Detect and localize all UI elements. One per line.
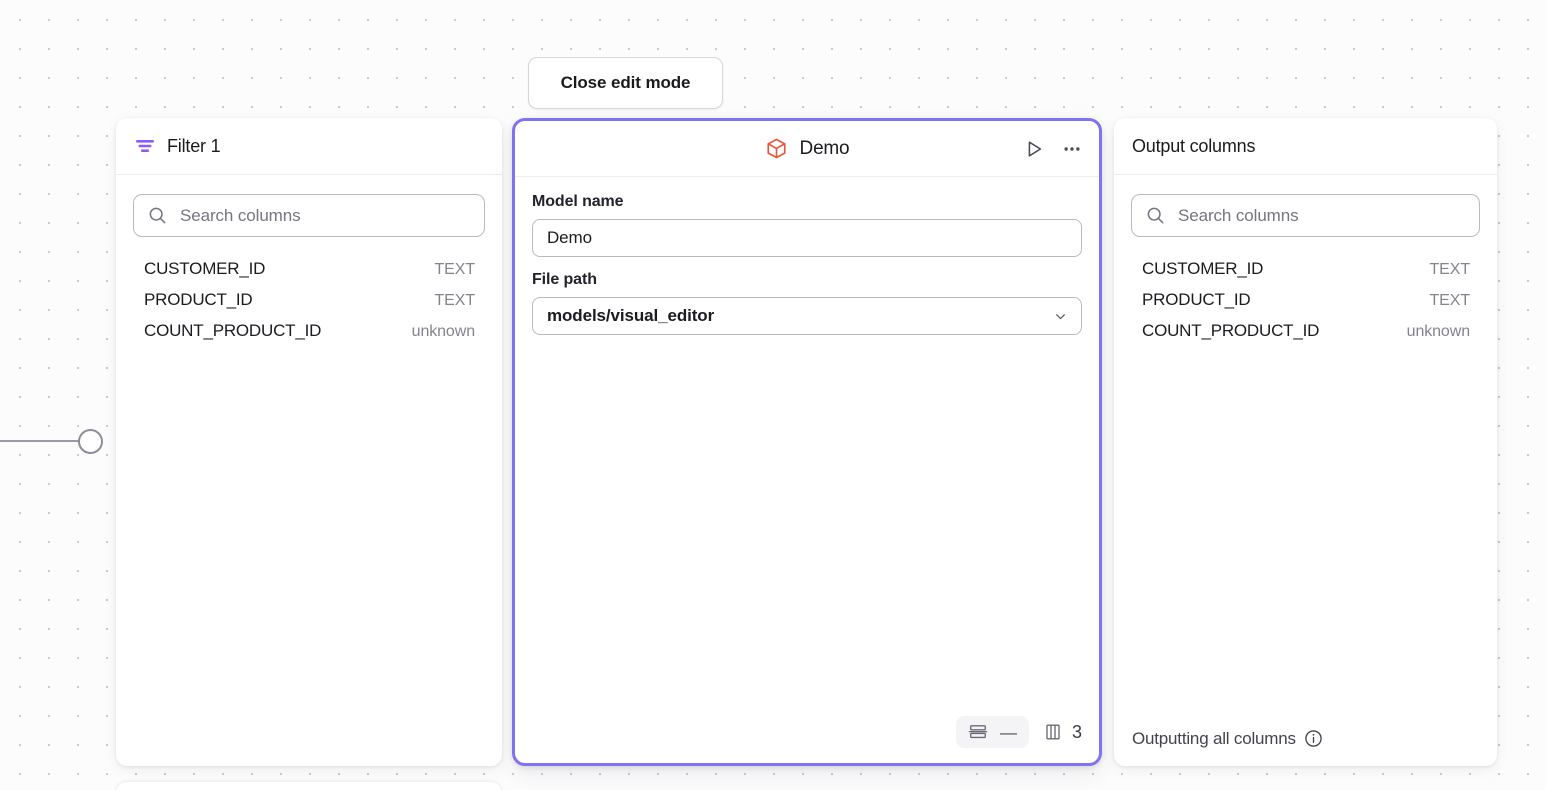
info-icon[interactable] <box>1304 729 1323 748</box>
flow-edge-handle[interactable] <box>78 429 103 454</box>
file-path-select[interactable]: models/visual_editor <box>532 297 1082 335</box>
search-icon <box>148 206 167 225</box>
chevron-down-icon <box>1052 308 1069 325</box>
outputting-all-columns-label: Outputting all columns <box>1132 728 1296 748</box>
filter-lines-icon <box>134 135 156 157</box>
search-icon <box>1146 206 1165 225</box>
column-type: unknown <box>1406 323 1470 340</box>
next-node-peek[interactable] <box>116 782 502 790</box>
filter-columns-list: CUSTOMER_ID TEXT PRODUCT_ID TEXT COUNT_P… <box>133 256 485 344</box>
rows-indicator[interactable]: — <box>955 716 1029 748</box>
output-panel-title: Output columns <box>1132 135 1256 156</box>
filter-search-box[interactable] <box>133 194 485 237</box>
column-name: CUSTOMER_ID <box>1142 259 1264 278</box>
column-type: TEXT <box>434 292 476 309</box>
table-row[interactable]: PRODUCT_ID TEXT <box>1131 287 1480 313</box>
output-panel-footer: Outputting all columns <box>1114 710 1497 766</box>
rows-value: — <box>999 722 1017 742</box>
column-name: CUSTOMER_ID <box>144 259 266 278</box>
output-panel-header: Output columns <box>1114 118 1497 175</box>
close-edit-mode-button[interactable]: Close edit mode <box>528 57 723 109</box>
output-columns-list: CUSTOMER_ID TEXT PRODUCT_ID TEXT COUNT_P… <box>1131 256 1480 344</box>
filter-panel: Filter 1 CUSTOMER_ID TEXT PRODUCT_I <box>116 118 502 766</box>
model-node-demo[interactable]: Demo Model name <box>512 118 1102 766</box>
rows-icon <box>968 722 988 742</box>
table-row[interactable]: COUNT_PRODUCT_ID unknown <box>133 318 485 344</box>
model-name-label: Model name <box>532 193 624 210</box>
column-name: PRODUCT_ID <box>144 290 253 309</box>
output-columns-panel: Output columns CUSTOMER_ID TEXT PRO <box>1114 118 1497 766</box>
table-row[interactable]: CUSTOMER_ID TEXT <box>133 256 485 282</box>
output-search-input[interactable] <box>1178 205 1465 226</box>
columns-count: 3 <box>1071 721 1082 742</box>
filter-panel-title: Filter 1 <box>167 135 221 156</box>
filter-panel-header: Filter 1 <box>116 118 502 175</box>
demo-form: Model name File path models/visual_edito… <box>515 177 1099 707</box>
column-type: TEXT <box>1429 261 1471 278</box>
file-path-label: File path <box>532 271 597 288</box>
filter-panel-body: CUSTOMER_ID TEXT PRODUCT_ID TEXT COUNT_P… <box>116 175 502 766</box>
output-panel-body: CUSTOMER_ID TEXT PRODUCT_ID TEXT COUNT_P… <box>1114 175 1497 710</box>
demo-footer: — 3 <box>515 707 1099 763</box>
more-options-icon[interactable] <box>1061 138 1083 160</box>
column-type: unknown <box>411 323 475 340</box>
filter-search-input[interactable] <box>180 205 470 226</box>
demo-title-group: Demo <box>765 137 850 160</box>
column-name: COUNT_PRODUCT_ID <box>1142 321 1320 340</box>
table-row[interactable]: COUNT_PRODUCT_ID unknown <box>1131 318 1480 344</box>
table-row[interactable]: CUSTOMER_ID TEXT <box>1131 256 1480 282</box>
demo-panel-title: Demo <box>799 137 850 159</box>
columns-icon <box>1043 722 1063 742</box>
table-row[interactable]: PRODUCT_ID TEXT <box>133 287 485 313</box>
column-name: PRODUCT_ID <box>1142 290 1251 309</box>
cube-icon <box>765 137 788 160</box>
file-path-value: models/visual_editor <box>547 306 715 325</box>
flow-edge-line <box>0 440 82 442</box>
column-type: TEXT <box>1429 292 1471 309</box>
demo-panel-header: Demo <box>515 121 1099 177</box>
model-name-field[interactable] <box>532 219 1082 257</box>
columns-indicator[interactable]: 3 <box>1043 722 1082 743</box>
column-name: COUNT_PRODUCT_ID <box>144 321 322 340</box>
run-icon[interactable] <box>1023 138 1045 160</box>
output-search-box[interactable] <box>1131 194 1480 237</box>
demo-header-actions <box>1023 121 1083 176</box>
column-type: TEXT <box>434 261 476 278</box>
